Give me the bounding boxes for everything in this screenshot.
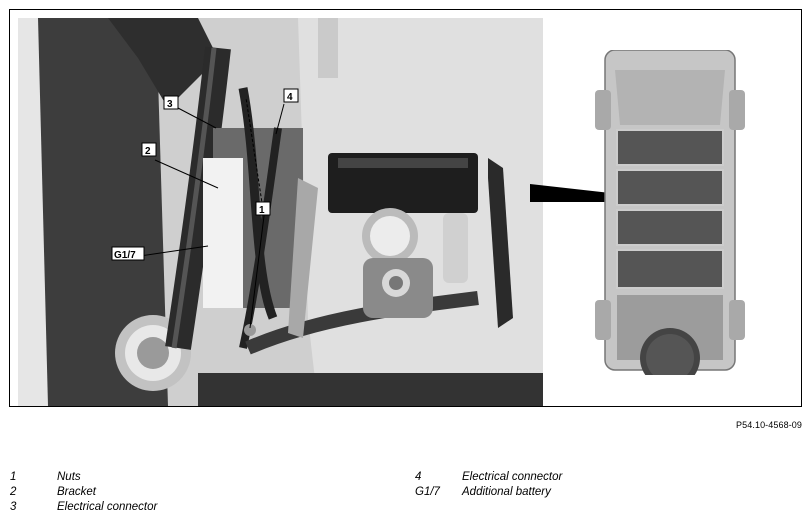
figure-reference: P54.10-4568-09 xyxy=(736,420,802,430)
legend-number: 2 xyxy=(10,486,17,498)
callout-lines xyxy=(139,97,285,329)
legend-number: G1/7 xyxy=(415,486,440,498)
legend-text: Bracket xyxy=(57,486,96,498)
legend-text: Additional battery xyxy=(462,486,551,498)
legend-item: 4 Electrical connector xyxy=(415,470,562,485)
legend-number: 4 xyxy=(415,471,422,483)
legend-item: 2 Bracket xyxy=(10,485,157,500)
vehicle-top-view xyxy=(595,50,745,375)
engine-compartment-illustration: 1 2 3 4 G1/7 xyxy=(18,18,543,406)
legend-text: Electrical connector xyxy=(462,471,563,483)
legend-right: 4 Electrical connector G1/7 Additional b… xyxy=(415,470,562,500)
legend-text: Electrical connector xyxy=(57,501,158,513)
callout-g1-7: G1/7 xyxy=(114,250,136,261)
legend-item: G1/7 Additional battery xyxy=(415,485,562,500)
callout-4: 4 xyxy=(287,92,293,103)
callout-3: 3 xyxy=(167,99,173,110)
legend-text: Nuts xyxy=(57,471,81,483)
legend-number: 1 xyxy=(10,471,17,483)
figure-frame: 1 2 3 4 G1/7 xyxy=(9,9,802,407)
legend-number: 3 xyxy=(10,501,17,513)
legend-item: 1 Nuts xyxy=(10,470,157,485)
legend-item: 3 Electrical connector xyxy=(10,500,157,515)
callout-2: 2 xyxy=(145,146,151,157)
callout-1: 1 xyxy=(259,205,265,216)
legend-left: 1 Nuts 2 Bracket 3 Electrical connector xyxy=(10,470,157,515)
